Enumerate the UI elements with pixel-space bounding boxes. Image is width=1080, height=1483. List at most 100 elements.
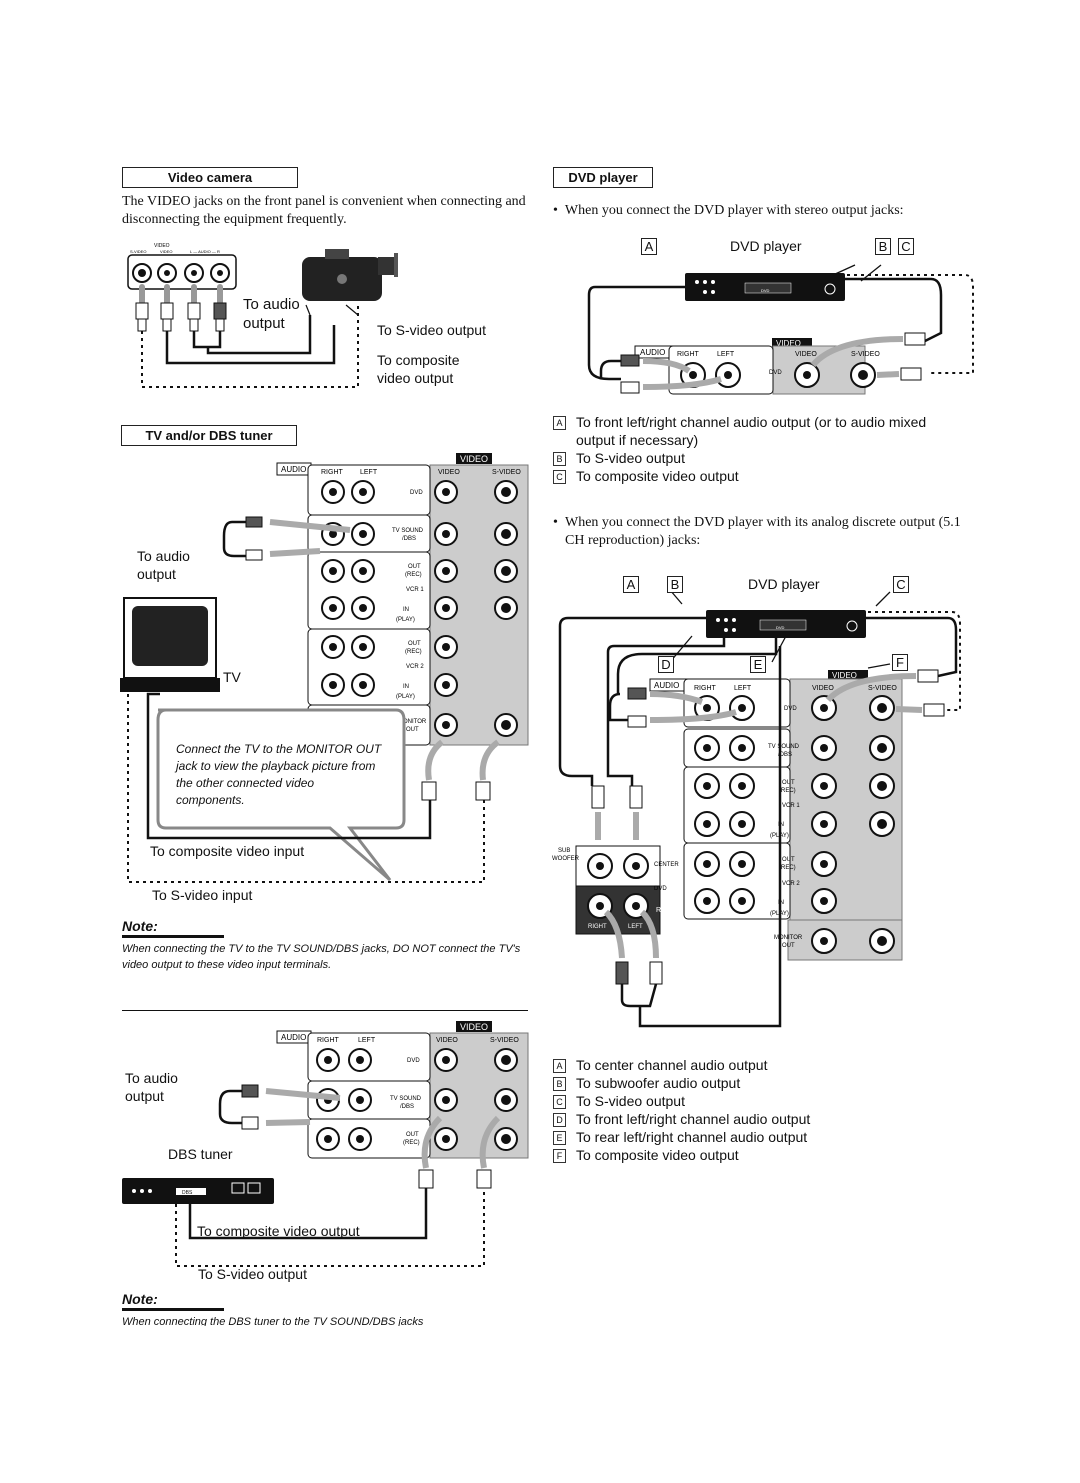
video-camera-body: The VIDEO jacks on the front panel is co… <box>122 194 526 227</box>
discrete-key-c: C <box>893 576 909 593</box>
svg-text:AUDIO: AUDIO <box>640 348 665 357</box>
svg-text:VIDEO: VIDEO <box>795 351 817 358</box>
discrete-legend-row-c: C To S-video output <box>553 1092 685 1110</box>
discrete-key-f: F <box>892 654 908 671</box>
svg-text:S-VIDEO: S-VIDEO <box>851 351 880 358</box>
stereo-dvd-label: DVD player <box>730 238 802 254</box>
svg-text:(REC): (REC) <box>405 572 422 578</box>
stereo-key-b: B <box>875 238 891 255</box>
svg-text:VIDEO: VIDEO <box>832 671 857 680</box>
dvd-badge-text: DVD <box>761 288 770 293</box>
svg-text:(PLAY): (PLAY) <box>396 694 415 700</box>
svg-text:OUT: OUT <box>782 943 795 949</box>
dvd-stereo-intro: • When you connect the DVD player with s… <box>553 203 904 218</box>
svg-text:VIDEO: VIDEO <box>460 1022 488 1032</box>
svg-text:VIDEO: VIDEO <box>460 454 488 464</box>
dvd-player-heading: DVD player <box>553 167 653 188</box>
svg-text:AUDIO: AUDIO <box>654 681 679 690</box>
video-camera-diagram: VIDEO S-VIDEO VIDEO L — AUDIO — R <box>127 243 398 388</box>
svg-text:/DBS: /DBS <box>402 536 416 542</box>
svg-text:VIDEO: VIDEO <box>776 339 801 348</box>
svg-text:RIGHT: RIGHT <box>677 351 700 358</box>
discrete-legend-key-b: B <box>553 1077 566 1091</box>
svg-text:L — AUDIO — R: L — AUDIO — R <box>190 249 220 254</box>
discrete-legend-row-b: B To subwoofer audio output <box>553 1074 740 1092</box>
svg-text:TV SOUND: TV SOUND <box>390 1096 422 1102</box>
discrete-legend-key-a: A <box>553 1059 566 1073</box>
discrete-legend-row-d: D To front left/right channel audio outpu… <box>553 1110 810 1128</box>
discrete-key-e: E <box>750 656 766 673</box>
svg-text:(REC): (REC) <box>779 788 796 794</box>
svg-text:VCR 2: VCR 2 <box>782 881 800 887</box>
svg-text:S-VIDEO: S-VIDEO <box>490 1037 519 1044</box>
svg-text:MONITOR: MONITOR <box>398 719 427 725</box>
svg-text:VIDEO: VIDEO <box>438 469 460 476</box>
discrete-legend-text-b: To subwoofer audio output <box>576 1075 741 1091</box>
svg-text:RIGHT: RIGHT <box>321 469 344 476</box>
svg-text:(PLAY): (PLAY) <box>396 617 415 623</box>
tv-rear-panel-diagram: VIDEO AUDIO RIGHT LEFT VIDEO S-VIDEO DVD… <box>120 453 529 883</box>
svg-text:DVD: DVD <box>410 490 423 496</box>
svg-text:S-VIDEO: S-VIDEO <box>492 469 521 476</box>
tv-callout: Connect the TV to the MONITOR OUT jack t… <box>176 742 382 807</box>
tv-note-heading: Note: <box>122 918 158 934</box>
svg-text:DVD: DVD <box>776 625 785 630</box>
dbs-note-rule <box>122 1308 224 1311</box>
dbs-composite-label: To composite video output <box>197 1223 360 1239</box>
dvd-player-icon <box>685 273 845 301</box>
discrete-legend-key-c: C <box>553 1095 566 1109</box>
svg-text:(REC): (REC) <box>403 1140 420 1146</box>
svg-text:S-VIDEO: S-VIDEO <box>130 249 146 254</box>
svg-text:OUT: OUT <box>406 1132 419 1138</box>
audio-l-jack-icon <box>184 263 204 283</box>
discrete-legend-text-d: To front left/right channel audio output <box>576 1111 811 1127</box>
stereo-key-a: A <box>641 238 657 255</box>
stereo-legend-text-c: To composite video output <box>576 468 739 484</box>
svg-text:DVD: DVD <box>784 706 797 712</box>
tv-dbs-heading: TV and/or DBS tuner <box>121 425 297 446</box>
tv-label: TV <box>223 669 241 685</box>
svg-text:/DBS: /DBS <box>778 752 792 758</box>
stereo-legend-key-c: C <box>553 470 566 484</box>
tv-icon <box>120 597 220 692</box>
stereo-legend-row-c: C To composite video output <box>553 467 739 485</box>
svg-text:VIDEO: VIDEO <box>160 249 172 254</box>
discrete-legend-text-f: To composite video output <box>576 1147 739 1163</box>
svg-text:TV SOUND: TV SOUND <box>392 528 424 534</box>
dbs-badge-text: DBS <box>182 1190 193 1196</box>
svg-text:AUDIO: AUDIO <box>281 1033 306 1042</box>
dvd-stereo-intro-text: When you connect the DVD player with ste… <box>564 203 904 218</box>
svg-text:LEFT: LEFT <box>734 685 752 692</box>
svg-text:LEFT: LEFT <box>628 924 643 930</box>
dbs-tuner-diagram: VIDEO AUDIO RIGHT LEFT VIDEO S-VIDEO DVD… <box>122 1021 529 1267</box>
svg-text:OUT: OUT <box>782 780 795 786</box>
svg-text:(REC): (REC) <box>779 865 796 871</box>
dbs-svideo-label: To S-video output <box>198 1266 307 1282</box>
svg-text:OUT: OUT <box>406 727 419 733</box>
stereo-legend-text-a: To front left/right channel audio output… <box>576 414 927 448</box>
svg-text:VCR 2: VCR 2 <box>406 664 424 670</box>
section-divider <box>122 1010 528 1011</box>
svg-text:DVD: DVD <box>407 1058 420 1064</box>
stereo-legend-text-b: To S-video output <box>576 450 685 466</box>
svg-text:LEFT: LEFT <box>358 1037 376 1044</box>
dvd-discrete-intro-text: When you connect the DVD player with its… <box>565 515 961 548</box>
svg-text:RIGHT: RIGHT <box>694 685 717 692</box>
svg-text:OUT: OUT <box>408 564 421 570</box>
svg-text:CENTER: CENTER <box>654 862 679 868</box>
svg-text:LEFT: LEFT <box>717 351 735 358</box>
svg-text:(REC): (REC) <box>405 649 422 655</box>
discrete-legend-key-d: D <box>553 1113 566 1127</box>
tv-note-text: When connecting the TV to the TV SOUND/D… <box>122 943 521 971</box>
stereo-legend-key-b: B <box>553 452 566 466</box>
dvd-stereo-diagram: DVD VIDEO AUDIO RIGHT LEFT VIDEO S-VIDEO… <box>587 264 974 395</box>
tv-svideo-input-label: To S-video input <box>152 887 253 903</box>
video-jack-icon <box>157 263 177 283</box>
stereo-legend-row-b: B To S-video output <box>553 449 685 467</box>
discrete-legend-text-c: To S-video output <box>576 1093 685 1109</box>
dbs-note-text: When connecting the DBS tuner to the TV … <box>122 1316 424 1326</box>
svg-text:TV SOUND: TV SOUND <box>768 744 800 750</box>
